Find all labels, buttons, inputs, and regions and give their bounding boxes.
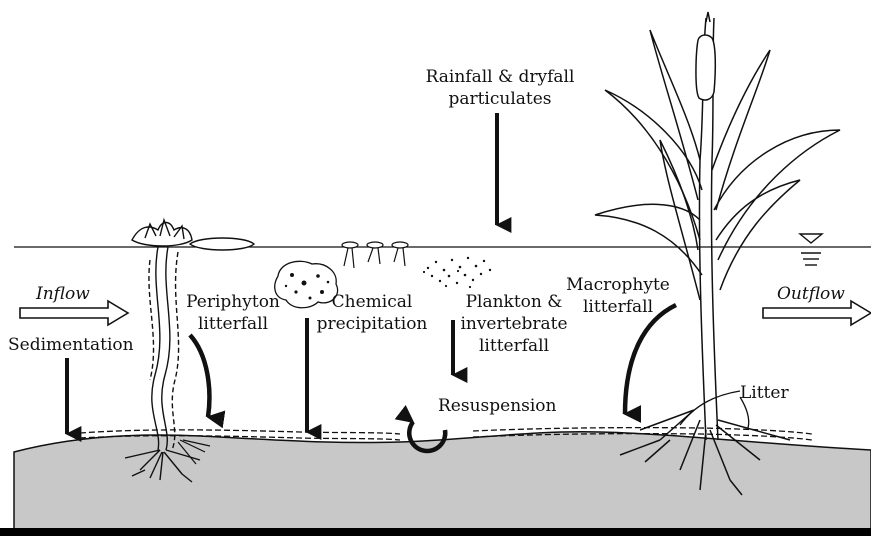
plankton-dots [423,257,491,288]
plankton-label-line2: invertebrate [454,313,574,335]
periphyton-label: Periphyton litterfall [178,291,288,335]
chemical-label-line2: precipitation [310,313,434,335]
periphyton-litterfall-arrow [190,335,209,417]
resuspension-label: Resuspension [438,395,557,417]
plankton-label-line3: litterfall [454,335,574,357]
rainfall-label: Rainfall & dryfall particulates [410,66,590,110]
rainfall-label-line2: particulates [410,88,590,110]
macrophyte-label-line2: litterfall [558,296,678,318]
chemical-label-line1: Chemical [310,291,434,313]
plankton-label: Plankton & invertebrate litterfall [454,291,574,357]
macrophyte-litterfall-arrow [625,305,676,414]
chemical-label: Chemical precipitation [310,291,434,335]
floating-plants [342,242,408,268]
rainfall-label-line1: Rainfall & dryfall [410,66,590,88]
macrophyte-label-line1: Macrophyte [558,274,678,296]
outflow-label: Outflow [777,283,845,305]
periphyton-label-line2: litterfall [178,313,288,335]
periphyton-label-line1: Periphyton [178,291,288,313]
litter-label: Litter [740,382,789,404]
litter-leader-left [680,391,740,425]
water-level-symbol [800,234,822,265]
bottom-border [0,528,871,536]
macrophyte-label: Macrophyte litterfall [558,274,678,318]
sedimentation-label: Sedimentation [8,334,134,356]
plankton-label-line1: Plankton & [454,291,574,313]
sediment-layer [14,432,871,536]
inflow-label: Inflow [36,283,90,305]
